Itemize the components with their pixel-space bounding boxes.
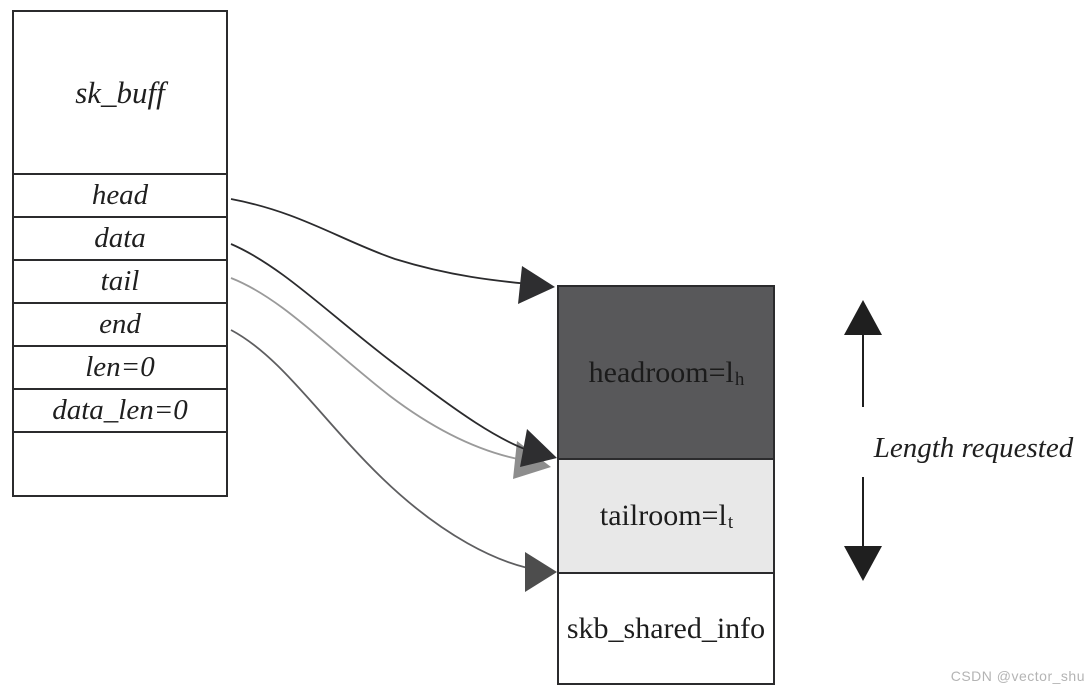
watermark-text: CSDN @vector_shu xyxy=(950,668,1085,684)
head-pointer-curve xyxy=(230,198,541,286)
head-arrowhead-icon xyxy=(518,266,555,304)
data-pointer-curve xyxy=(230,243,545,456)
end-pointer-curve xyxy=(230,329,545,572)
field-end: end xyxy=(14,302,226,345)
tail-pointer-curve xyxy=(230,277,545,464)
data-arrowhead-icon xyxy=(520,429,557,467)
field-empty xyxy=(14,431,226,495)
skb-shared-info-label: skb_shared_info xyxy=(566,611,766,645)
length-requested-label: Length requested xyxy=(873,432,1074,464)
field-len: len=0 xyxy=(14,345,226,388)
field-data-len: data_len=0 xyxy=(14,388,226,431)
skbuff-struct-box: sk_buff head data tail end len=0 data_le… xyxy=(12,10,228,497)
headroom-label: headroom=l xyxy=(588,355,734,389)
field-head: head xyxy=(14,173,226,216)
length-arrow-down-icon xyxy=(844,546,882,581)
field-tail: tail xyxy=(14,259,226,302)
field-data: data xyxy=(14,216,226,259)
skb-shared-info-section: skb_shared_info xyxy=(559,572,773,683)
end-arrowhead-icon xyxy=(525,552,557,592)
length-arrow-up-icon xyxy=(844,300,882,335)
skbuff-title: sk_buff xyxy=(75,74,165,110)
tailroom-label: tailroom=l xyxy=(599,499,727,532)
